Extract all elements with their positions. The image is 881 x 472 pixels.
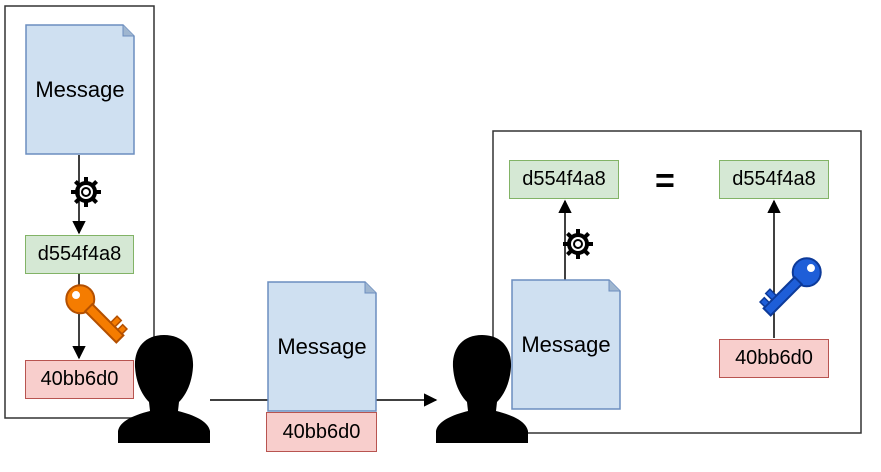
gear-icon: [69, 175, 103, 209]
transit-signature-box: 40bb6d0: [266, 412, 377, 452]
sender-signature-box: 40bb6d0: [25, 360, 134, 399]
private-key-icon: [65, 284, 129, 344]
receiver-message-document: Message: [511, 279, 621, 410]
sender-message-label: Message: [35, 76, 125, 102]
sender-frame: [4, 5, 155, 419]
sender-hash-box: d554f4a8: [25, 235, 134, 274]
transit-message-document: Message: [267, 281, 377, 412]
receiver-signature-box: 40bb6d0: [719, 339, 829, 378]
sender-message-document: Message: [25, 24, 135, 155]
receiver-message-label: Message: [521, 331, 611, 357]
receiver-decrypted-hash-box: d554f4a8: [719, 160, 829, 199]
receiver-frame: [492, 130, 862, 434]
gear-icon: [561, 227, 595, 261]
equals-sign: =: [655, 162, 675, 200]
transit-message-label: Message: [277, 333, 367, 359]
public-key-icon: [758, 257, 822, 317]
receiver-computed-hash-box: d554f4a8: [509, 160, 619, 199]
